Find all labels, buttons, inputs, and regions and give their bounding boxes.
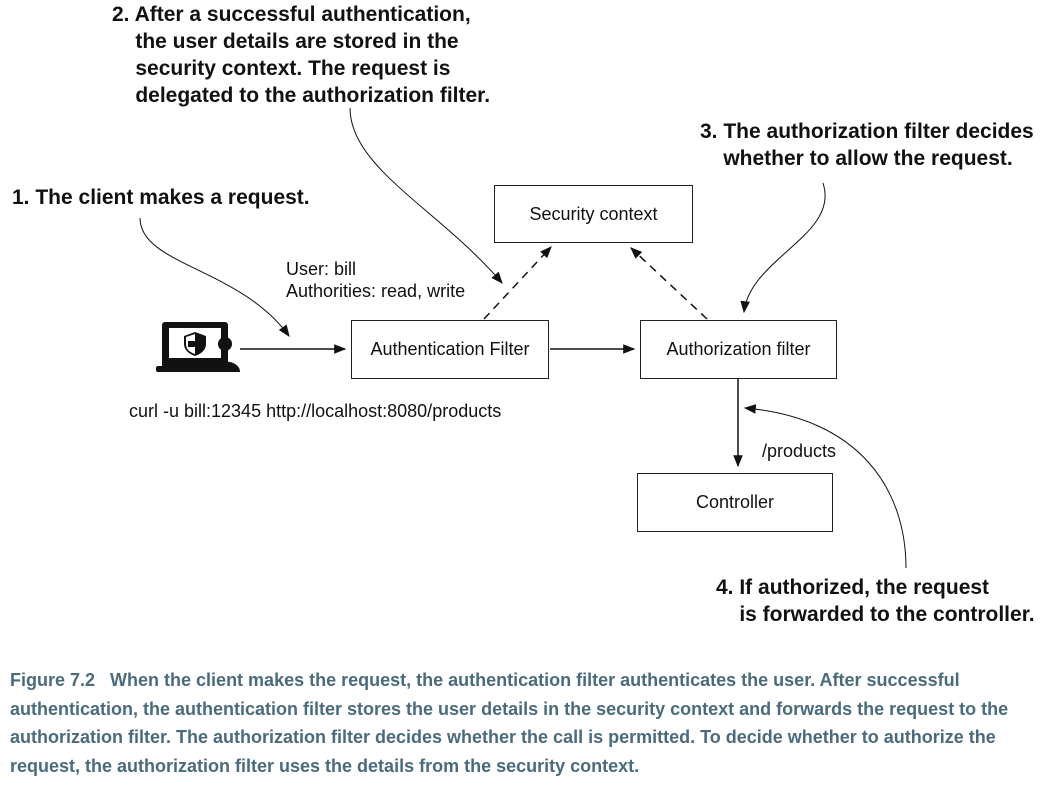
authentication-filter-box: Authentication Filter [351, 320, 549, 379]
figure-caption-text: When the client makes the request, the a… [10, 670, 1009, 776]
authorization-filter-box: Authorization filter [640, 320, 837, 379]
security-context-label: Security context [529, 203, 658, 224]
controller-label: Controller [695, 492, 775, 512]
user-label: User: bill [286, 259, 357, 279]
curl-command-label: curl -u bill:12345 http://localhost:8080… [129, 401, 502, 421]
step4-callout-curve [743, 404, 907, 569]
step2-annotation: 2. After a successful authentication, th… [112, 3, 491, 107]
step2-callout-curve [349, 107, 503, 284]
step3-annotation: 3. The authorization filter decides whet… [700, 120, 1034, 170]
figure-label: Figure 7.2 [10, 670, 96, 690]
read-details-dashed-arrow [630, 247, 708, 320]
controller-box: Controller [637, 473, 833, 532]
authorities-label: Authorities: read, write [286, 281, 466, 301]
authentication-filter-label: Authentication Filter [370, 339, 530, 359]
step1-annotation: 1. The client makes a request. [12, 186, 310, 209]
store-details-dashed-arrow [483, 246, 552, 320]
authorization-filter-label: Authorization filter [666, 339, 811, 359]
security-context-box: Security context [494, 185, 693, 243]
laptop-with-shield-and-user-icon [156, 322, 240, 372]
step1-callout-curve [139, 217, 290, 337]
figure-caption: Figure 7.2 When the client makes the req… [10, 666, 1046, 780]
step3-callout-curve [740, 182, 826, 314]
step4-annotation: 4. If authorized, the request is forward… [716, 576, 1035, 626]
products-path-label: /products [762, 441, 837, 461]
